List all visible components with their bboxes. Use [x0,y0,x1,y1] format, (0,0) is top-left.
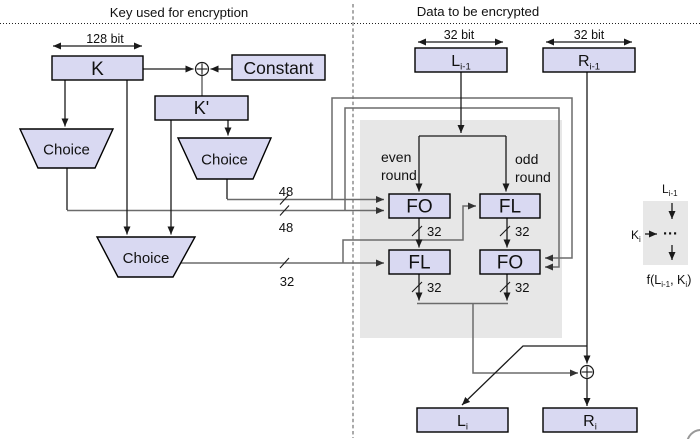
choice2-trapezoid [176,137,273,180]
legend-dots: ··· [663,226,678,243]
r-input-label: Ri-1 [578,53,600,73]
bus48-top-label: 48 [279,184,293,199]
constant-box-label: Constant [243,58,313,78]
r-output-box [542,407,638,433]
legend-output-label: f(Li-1, Ki) [647,273,692,289]
section-title-key: Key used for encryption [110,5,249,20]
f-function-legend: Li-1 Ki ··· f(Li-1, Ki) [631,182,691,289]
fl-odd-box [479,193,541,219]
fo-odd-box [479,249,541,275]
label-32bit-right: 32 bit [574,28,605,42]
kprime-box [154,95,249,121]
bus-width-slash [279,194,290,205]
out32-fo-odd-label: 32 [515,280,529,295]
k-box-label: K [91,59,104,80]
odd-round-label-line1: odd [515,151,538,167]
round-function-panel [360,120,562,338]
r-to-lout-swap-wire [461,345,587,406]
fl-even-box [388,249,451,275]
fl-odd-label: FL [499,197,521,218]
choice1-trapezoid [18,128,115,169]
xor-round-icon [579,364,595,380]
subkey-bus-wires [67,76,578,377]
bus-width-slash [499,225,511,237]
constant-box [231,54,326,81]
out32-fl-odd-label: 32 [515,224,529,239]
l-input-label: Li-1 [451,53,470,73]
choice2-label: Choice [201,152,248,169]
fo-even-box [388,193,451,219]
signal-wires [61,65,591,406]
l-output-box [416,407,509,433]
bus32-label: 32 [280,274,294,289]
l-output-label: Li [457,413,468,433]
bus-width-slash [499,281,511,293]
bus-32-branch-to-fl [342,202,476,263]
choice3-trapezoid [95,236,197,278]
choice3-label: Choice [123,250,170,267]
label-128bit: 128 bit [86,32,124,46]
out32-fl-even-label: 32 [427,280,441,295]
bus-48-wraparound-inner [344,107,560,271]
r-output-label: Ri [583,413,597,433]
fo-even-label: FO [406,197,432,218]
bus-width-slash [279,205,290,216]
bus48-bottom-label: 48 [279,220,293,235]
r-input-box [542,47,636,73]
section-title-data: Data to be encrypted [417,4,539,19]
bus-width-slash [411,225,423,237]
kprime-box-label: K' [194,98,209,118]
xor-key-icon [194,61,210,77]
k-box [51,55,144,81]
fo-odd-label: FO [497,253,523,274]
even-round-label-line1: even [381,149,411,165]
l-input-box [414,47,508,73]
bus-width-slash [411,281,423,293]
odd-round-label-line2: round [515,169,551,185]
bus-width-slash [279,257,290,269]
f-output-to-xor-wire [472,303,578,377]
label-32bit-left: 32 bit [444,28,475,42]
legend-input-label: Li-1 [662,182,678,198]
even-round-label-line2: round [381,167,417,183]
bus-48-wraparound-outer [331,97,573,262]
corner-logo-arc [686,429,700,439]
choice1-label: Choice [43,142,90,159]
out32-fo-even-label: 32 [427,224,441,239]
legend-key-label: Ki [631,228,641,244]
fl-even-label: FL [408,253,430,274]
bus-width-slashes [279,194,511,293]
